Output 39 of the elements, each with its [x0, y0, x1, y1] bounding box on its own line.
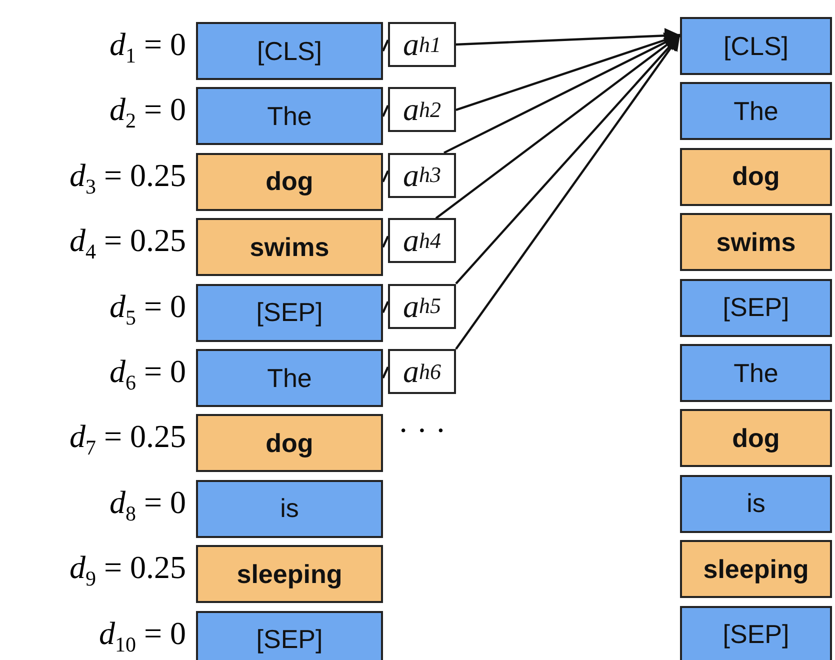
token-box: is — [196, 480, 383, 538]
connector-line — [382, 236, 389, 248]
token-box: [SEP] — [196, 610, 383, 660]
distance-value: d$_{4}$ = 0.25 — [69, 222, 186, 265]
arrow — [455, 34, 681, 350]
distance-value: d$_{9}$ = 0.25 — [69, 549, 186, 592]
distance-value: d$_{7}$ = 0.25 — [69, 418, 186, 461]
token-box: [SEP] — [680, 606, 832, 660]
distance-value: d$_{8}$ = 0 — [109, 484, 186, 526]
token-box: dog — [196, 414, 383, 472]
arrow — [456, 28, 680, 46]
connector-line — [382, 104, 389, 117]
distance-value: d$_{1}$ = 0 — [109, 26, 186, 68]
token-box: The — [680, 82, 832, 140]
connector-line — [382, 301, 389, 314]
token-box: [SEP] — [196, 284, 383, 342]
token-box: swims — [680, 213, 832, 272]
token-box: dog — [680, 148, 832, 206]
connector-line — [382, 40, 389, 52]
token-box: [CLS] — [196, 22, 383, 80]
token-box: The — [196, 349, 383, 407]
token-box: The — [196, 87, 383, 146]
ellipsis: · · · — [398, 412, 446, 449]
distance-value: d$_{3}$ = 0.25 — [69, 156, 186, 200]
connector-line — [382, 366, 389, 378]
token-box: sleeping — [196, 545, 383, 604]
distance-value: d$_{2}$ = 0 — [109, 91, 186, 134]
distance-value: d$_{10}$ = 0 — [98, 614, 186, 657]
token-box: swims — [196, 218, 383, 276]
token-box: The — [680, 344, 832, 402]
token-box: [CLS] — [680, 17, 832, 75]
distance-value: d$_{5}$ = 0 — [109, 288, 186, 330]
token-box: is — [680, 474, 832, 533]
token-box: dog — [196, 152, 383, 211]
token-box: [SEP] — [680, 278, 832, 337]
connector-line — [382, 170, 389, 182]
token-box: dog — [680, 409, 832, 468]
token-box: sleeping — [680, 540, 832, 598]
distance-value: d$_{6}$ = 0 — [109, 353, 186, 396]
